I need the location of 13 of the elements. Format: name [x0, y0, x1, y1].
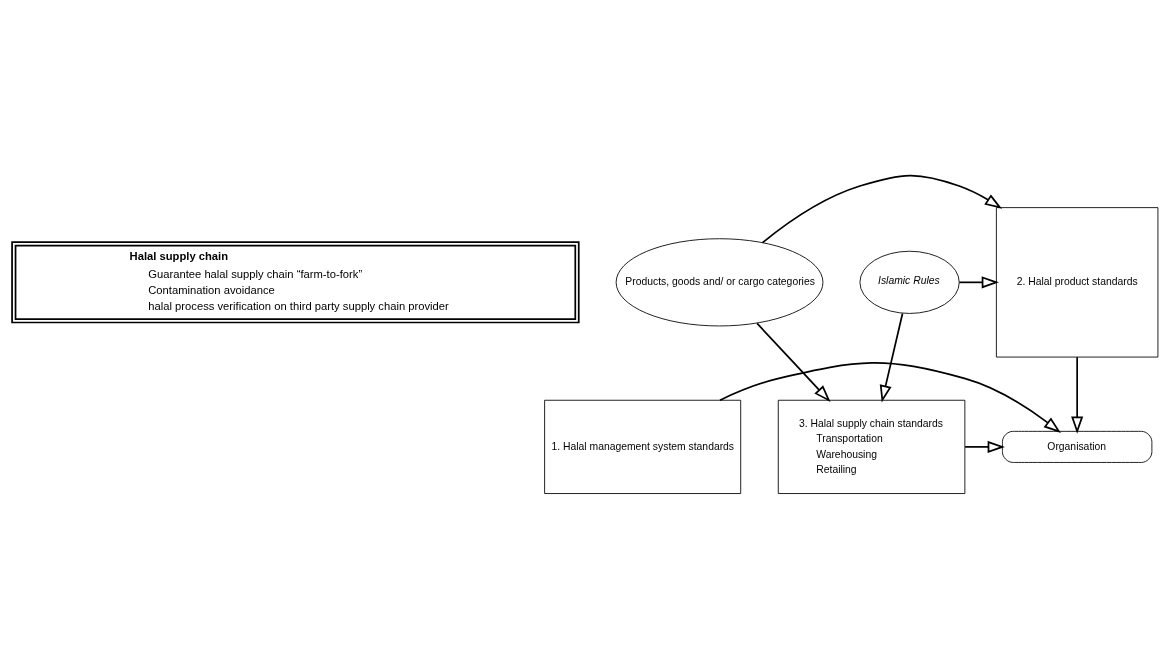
arrow: [719, 362, 1061, 433]
arrow: [964, 440, 1005, 453]
arrow: [756, 322, 831, 403]
node-box: 3. Halal supply chain standards Transportation Warehousing Retailing: [777, 399, 966, 494]
arrow: [958, 276, 999, 289]
node-box: Organisation: [1002, 430, 1153, 463]
node-ellipse: Islamic Rules: [859, 250, 960, 314]
node-ellipse: Products, goods and/ or cargo categories: [615, 238, 824, 327]
arrow: [879, 312, 904, 403]
arrow: [761, 174, 1003, 244]
node-box: 2. Halal product standards: [995, 207, 1159, 358]
arrow: [1071, 356, 1084, 434]
node-box: 1. Halal management system standards: [544, 399, 742, 494]
